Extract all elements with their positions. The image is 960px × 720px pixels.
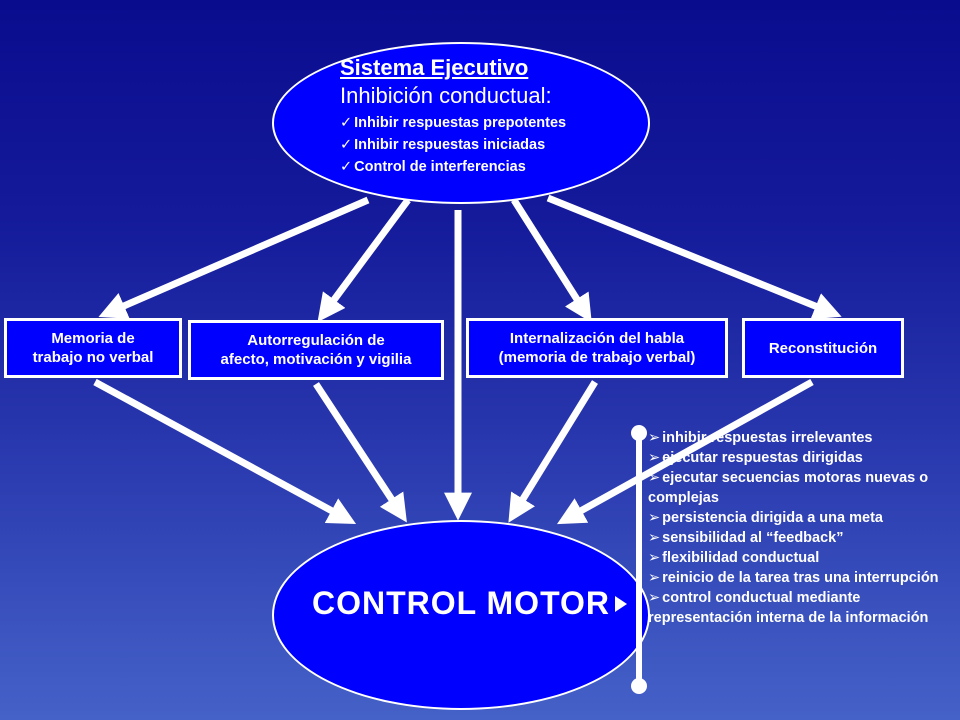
scroll-knob-top xyxy=(631,425,647,441)
check-icon: ✓ xyxy=(340,159,353,175)
internalizacion-habla-box: Internalización del habla(memoria de tra… xyxy=(466,318,728,378)
arrow-memoria-to-control xyxy=(93,378,357,525)
scroll-line xyxy=(636,434,642,686)
sistema-ejecutivo-ellipse xyxy=(272,42,650,204)
arrow-to-internalizacion xyxy=(511,198,592,323)
list-item: ➢ejecutar secuencias motoras nuevas o co… xyxy=(648,470,929,506)
sistema-ejecutivo-title: Sistema Ejecutivo xyxy=(340,55,529,80)
arrow-to-autorregulacion xyxy=(317,197,411,323)
control-motor-list: ➢inhibir respuestas irrelevantes ➢ejecut… xyxy=(648,428,960,628)
list-item: ➢ejecutar respuestas dirigidas xyxy=(648,450,863,466)
sistema-ejecutivo-text: Sistema Ejecutivo Inhibición conductual:… xyxy=(340,54,566,178)
arrowhead-bullet-icon: ➢ xyxy=(648,590,661,606)
control-motor-ellipse xyxy=(272,520,650,710)
check-icon: ✓ xyxy=(340,137,353,153)
list-item: ➢control conductual mediante representac… xyxy=(648,590,929,626)
inhibicion-item: ✓Control de interferencias xyxy=(340,159,526,175)
control-motor-label: CONTROL MOTOR xyxy=(312,585,611,621)
list-item: ➢sensibilidad al “feedback” xyxy=(648,530,844,546)
arrowhead-bullet-icon: ➢ xyxy=(648,430,661,446)
scroll-knob-bottom xyxy=(631,678,647,694)
arrow-reconstitucion-to-control xyxy=(556,378,814,525)
arrow-to-reconstitucion xyxy=(546,194,842,320)
inhibicion-conductual-subtitle: Inhibición conductual: xyxy=(340,83,552,108)
arrowhead-bullet-icon: ➢ xyxy=(648,570,661,586)
arrowhead-bullet-icon: ➢ xyxy=(648,530,661,546)
arrowhead-bullet-icon: ➢ xyxy=(648,470,661,486)
reconstitucion-box: Reconstitución xyxy=(742,318,904,378)
arrow-to-memoria xyxy=(98,196,370,319)
list-item: ➢flexibilidad conductual xyxy=(648,550,820,566)
check-icon: ✓ xyxy=(340,115,353,131)
inhibicion-item: ✓Inhibir respuestas prepotentes xyxy=(340,115,567,131)
list-item: ➢reinicio de la tarea tras una interrupc… xyxy=(648,570,939,586)
list-item: ➢inhibir respuestas irrelevantes xyxy=(648,430,873,446)
arrowhead-bullet-icon: ➢ xyxy=(648,510,661,526)
inhibicion-list: ✓Inhibir respuestas prepotentes ✓Inhibir… xyxy=(340,112,566,178)
inhibicion-item: ✓Inhibir respuestas iniciadas xyxy=(340,137,546,153)
arrowhead-bullet-icon: ➢ xyxy=(648,450,661,466)
arrowhead-bullet-icon: ➢ xyxy=(648,550,661,566)
arrow-internalizacion-to-control xyxy=(508,380,598,523)
play-triangle-icon xyxy=(615,596,627,612)
arrow-autorregulacion-to-control xyxy=(313,382,407,523)
list-item: ➢persistencia dirigida a una meta xyxy=(648,510,883,526)
